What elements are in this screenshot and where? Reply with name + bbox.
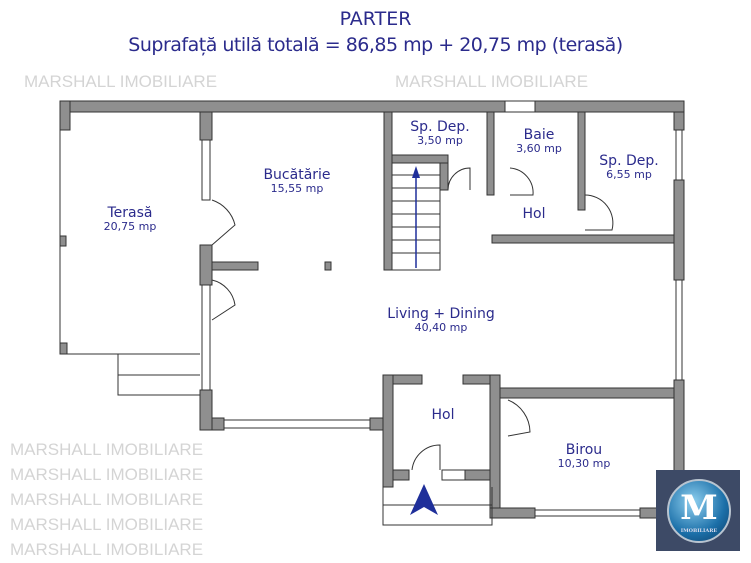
watermark: MARSHALL IMOBILIARE bbox=[10, 540, 204, 559]
windows bbox=[201, 100, 683, 517]
room-sp-dep-2: Sp. Dep.6,55 mp bbox=[599, 153, 659, 182]
watermark: MARSHALL IMOBILIARE bbox=[395, 72, 589, 91]
walls bbox=[59, 100, 685, 551]
watermark: MARSHALL IMOBILIARE bbox=[10, 515, 204, 534]
watermark: MARSHALL IMOBILIARE bbox=[10, 490, 204, 509]
room-hol-2: Hol bbox=[431, 407, 455, 423]
room-hol-1: Hol bbox=[522, 206, 546, 222]
staircase bbox=[391, 162, 441, 271]
entrance-arrow-icon bbox=[410, 484, 438, 515]
watermark: MARSHALL IMOBILIARE bbox=[10, 440, 204, 459]
page-subtitle: Suprafață utilă totală = 86,85 mp + 20,7… bbox=[128, 34, 623, 56]
watermark: MARSHALL IMOBILIARE bbox=[10, 465, 204, 484]
watermark: MARSHALL IMOBILIARE bbox=[24, 72, 218, 91]
room-sp-dep-1: Sp. Dep.3,50 mp bbox=[410, 119, 470, 148]
outlines bbox=[59, 130, 614, 526]
page-title: PARTER bbox=[339, 8, 412, 30]
